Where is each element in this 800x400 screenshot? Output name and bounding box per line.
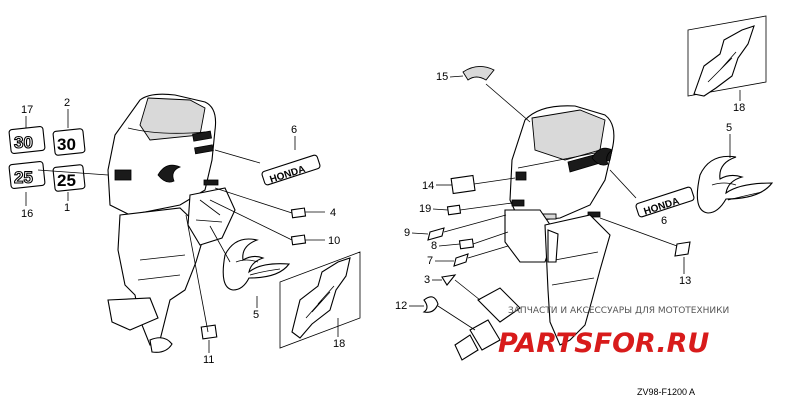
svg-text:25: 25 bbox=[14, 168, 33, 187]
decal-18-left bbox=[279, 251, 361, 349]
callout-1: 1 bbox=[64, 202, 70, 214]
diagram-code: ZV98-F1200 A bbox=[637, 387, 695, 397]
callout-16: 16 bbox=[21, 208, 33, 220]
decal-15 bbox=[462, 66, 495, 81]
callout-4: 4 bbox=[330, 207, 336, 219]
decal-25-outline: 25 bbox=[8, 161, 46, 189]
callout-3: 3 bbox=[424, 274, 430, 286]
callout-5-left: 5 bbox=[253, 309, 259, 321]
f-script-decal-right bbox=[696, 155, 774, 214]
callout-6-left: 6 bbox=[291, 124, 297, 136]
decal-4 bbox=[290, 207, 307, 219]
callout-17: 17 bbox=[21, 104, 33, 116]
f-script-decal-left bbox=[222, 238, 291, 291]
decal-7 bbox=[453, 253, 469, 267]
callout-6-right: 6 bbox=[661, 215, 667, 227]
callout-18-left: 18 bbox=[333, 338, 345, 350]
decal-14 bbox=[450, 174, 476, 195]
callout-9: 9 bbox=[404, 227, 410, 239]
decal-13 bbox=[674, 241, 691, 257]
callout-12: 12 bbox=[395, 300, 407, 312]
svg-text:30: 30 bbox=[57, 135, 76, 154]
callout-15: 15 bbox=[436, 71, 448, 83]
callout-8: 8 bbox=[431, 240, 437, 252]
decal-9 bbox=[427, 227, 445, 241]
decal-25-solid: 25 bbox=[52, 164, 86, 192]
decal-11 bbox=[200, 324, 218, 340]
left-outboard-engine bbox=[107, 93, 236, 353]
callout-7: 7 bbox=[427, 255, 433, 267]
part-12-clip bbox=[422, 296, 439, 313]
callout-18-right: 18 bbox=[733, 102, 745, 114]
svg-text:25: 25 bbox=[57, 171, 76, 190]
honda-decal-right: HONDA bbox=[635, 186, 695, 218]
decal-30-solid: 30 bbox=[52, 128, 86, 156]
right-outboard-engine bbox=[454, 105, 615, 361]
decal-10 bbox=[290, 234, 307, 246]
callout-19: 19 bbox=[419, 203, 431, 215]
decal-19 bbox=[446, 204, 462, 216]
svg-text:30: 30 bbox=[14, 133, 33, 152]
callout-10: 10 bbox=[328, 235, 340, 247]
decal-30-outline: 30 bbox=[8, 126, 46, 154]
watermark-brand: PARTSFOR.RU bbox=[498, 328, 709, 359]
watermark-caption: ЗАПЧАСТИ И АКСЕССУАРЫ ДЛЯ МОТОТЕХНИКИ bbox=[508, 306, 729, 316]
decal-8 bbox=[458, 238, 475, 250]
callout-14: 14 bbox=[422, 180, 434, 192]
honda-decal-left: HONDA bbox=[261, 154, 321, 186]
decal-18-right bbox=[687, 15, 767, 97]
callout-2: 2 bbox=[64, 97, 70, 109]
callout-5-right: 5 bbox=[726, 122, 732, 134]
callout-13: 13 bbox=[679, 275, 691, 287]
part-3-triangle bbox=[441, 274, 457, 286]
callout-11: 11 bbox=[203, 354, 214, 366]
